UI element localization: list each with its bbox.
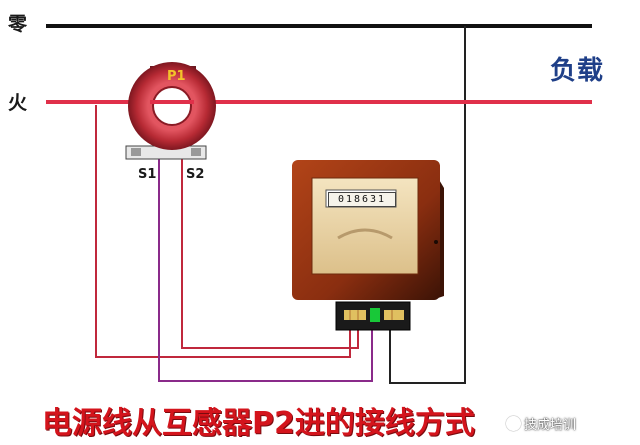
watermark-text: 技成培训 [524,418,577,433]
load-label: 负载 [550,56,605,86]
live-label: 火 [8,92,28,114]
energy-meter-icon [292,160,444,300]
watermark: 技成培训 [506,414,576,433]
diagram-caption: 电源线从互感器P2进的接线方式 [42,406,475,441]
ct-p1-label: P1 [167,69,186,84]
s1-wire [158,158,373,382]
neutral-label: 零 [8,13,28,35]
ct-s2-label: S2 [186,167,205,182]
current-transformer-icon [125,62,216,160]
s2-wire [181,158,359,349]
neutral-drop-wire [389,26,466,384]
wechat-icon [506,416,521,431]
live-branch-wire [95,105,351,358]
terminal-block-icon [335,301,411,331]
ct-s1-label: S1 [138,167,157,182]
meter-reading: 018631 [328,192,396,207]
